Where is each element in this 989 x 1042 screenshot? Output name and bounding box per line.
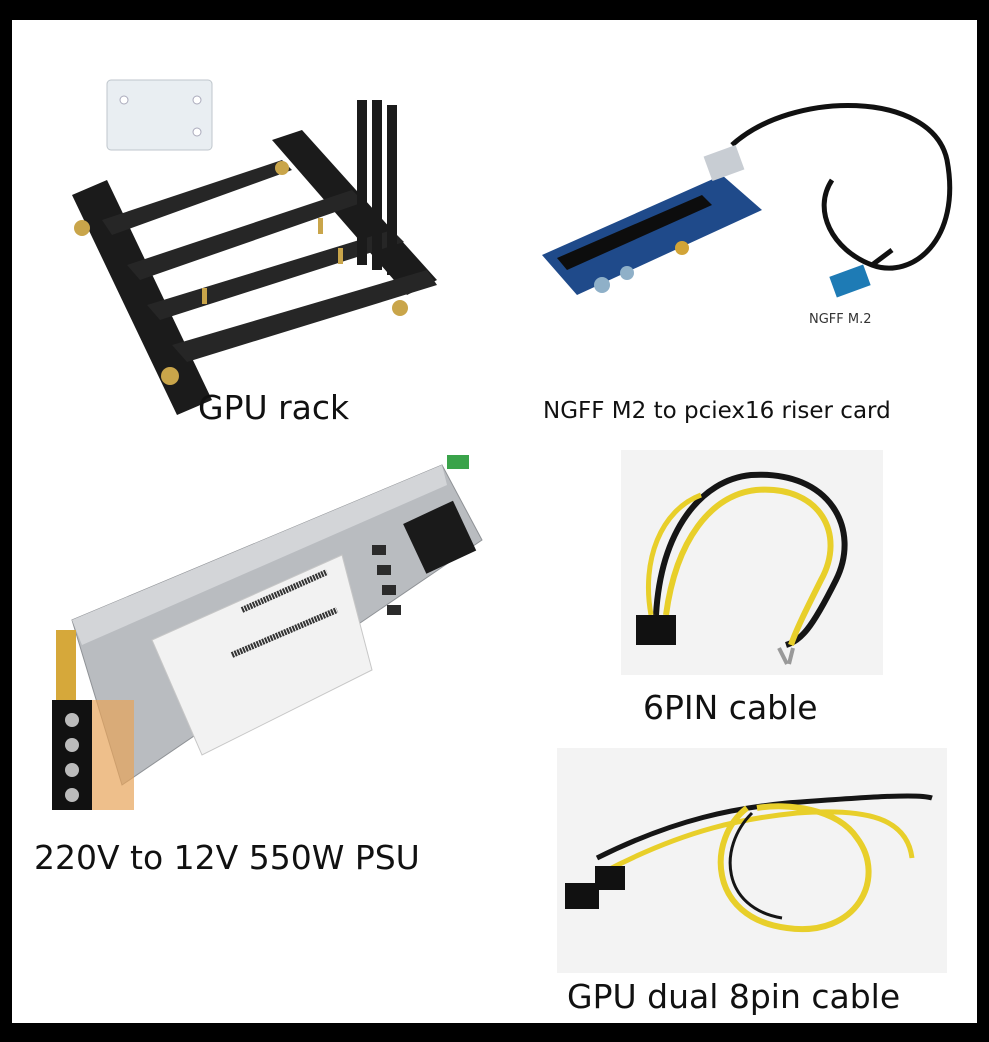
- dual-8pin-cable-illustration: [565, 793, 933, 933]
- psu-caption: 220V to 12V 550W PSU: [34, 838, 420, 877]
- dual-8pin-cable-photo: [557, 748, 947, 973]
- six-pin-cable-illustration: [636, 471, 848, 665]
- riser-card-caption: NGFF M2 to pciex16 riser card: [543, 398, 891, 424]
- six-pin-cable-photo: [621, 450, 883, 675]
- psu-photo: [42, 450, 512, 820]
- riser-tag-label: NGFF M.2: [809, 312, 872, 327]
- psu-illustration: [52, 455, 483, 810]
- riser-card-illustration: [542, 103, 953, 298]
- gpu-rack-illustration: [72, 79, 437, 415]
- gpu-rack-caption: GPU rack: [198, 388, 350, 427]
- riser-card-photo: [532, 90, 972, 350]
- product-collage: GPU rack NGFF M.2 NGFF M2 to pciex16 ris…: [12, 20, 977, 1023]
- gpu-rack-photo: [52, 70, 452, 415]
- six-pin-cable-caption: 6PIN cable: [643, 688, 818, 727]
- dual-8pin-cable-caption: GPU dual 8pin cable: [567, 977, 901, 1016]
